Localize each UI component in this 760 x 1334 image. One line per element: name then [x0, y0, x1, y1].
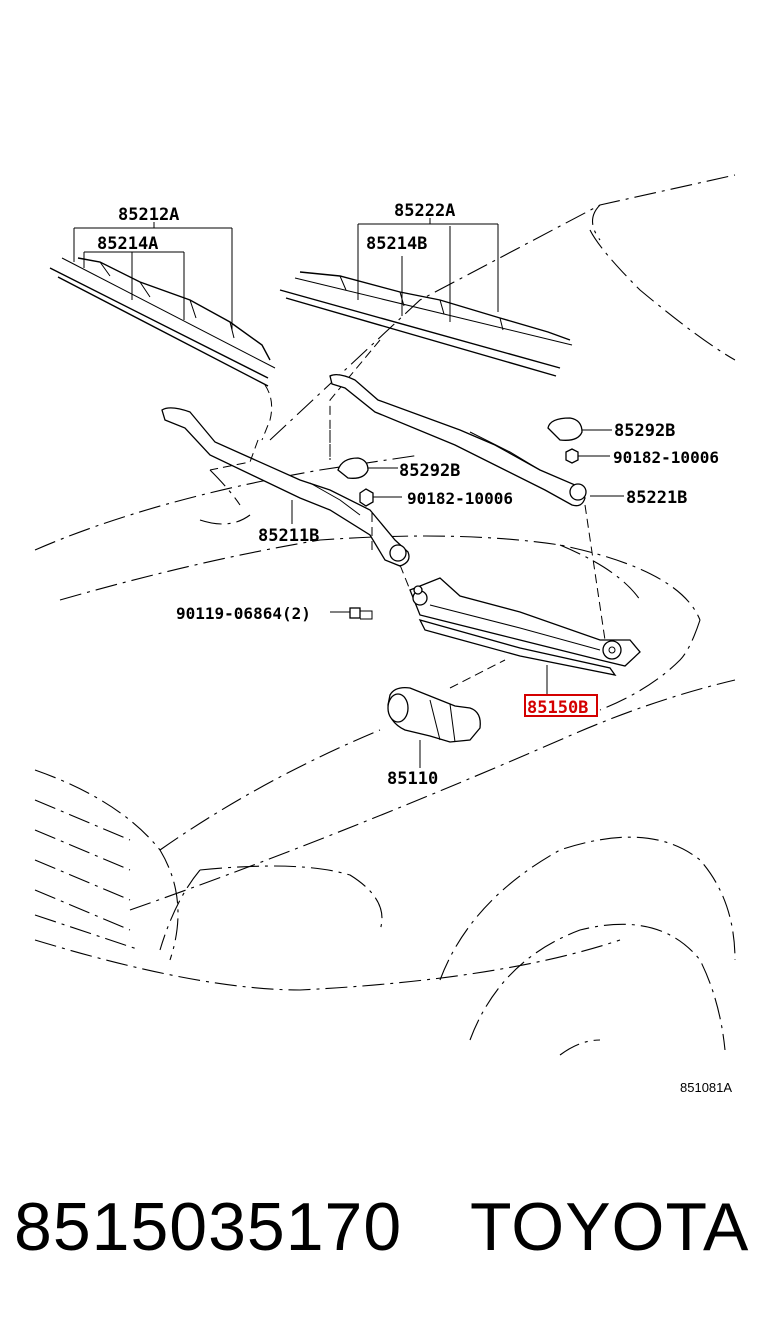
callout-blade-assy-lh: 85212A	[118, 205, 179, 225]
assembly-lines	[209, 430, 606, 689]
highlighted-callout: 85150B	[524, 694, 598, 718]
part-footer: 8515035170 TOYOTA	[14, 1188, 754, 1278]
callout-motor: 85110	[387, 769, 438, 789]
parts-diagram: 85212A 85214A 85222A 85214B 85292B 90182…	[34, 174, 736, 1095]
pivot-cap-rh	[547, 417, 583, 441]
highlight-box	[524, 694, 598, 717]
wiper-arm-rh	[329, 374, 587, 507]
grille-lines	[34, 799, 141, 951]
callout-cap-rh: 85292B	[614, 421, 675, 441]
callout-blade-rubber-lh: 85214A	[97, 234, 158, 254]
nut-rh-icon	[565, 448, 579, 464]
wiper-blade-lh	[49, 257, 276, 441]
vehicle-outline	[34, 174, 736, 1056]
callout-blade-assy-rh: 85222A	[394, 201, 455, 221]
callout-arm-lh: 85211B	[258, 526, 319, 546]
wiper-blade-rh	[279, 271, 573, 460]
callout-bolt: 90119-06864(2)	[176, 604, 311, 623]
brand-name: TOYOTA	[470, 1189, 750, 1265]
wiper-motor	[387, 687, 481, 743]
pivot-cap-lh	[337, 457, 369, 479]
wiper-link-assembly	[409, 577, 641, 676]
wiper-arm-lh	[161, 407, 410, 567]
leader-lines	[73, 218, 624, 768]
part-number: 8515035170	[14, 1189, 403, 1265]
callout-nut-rh: 90182-10006	[613, 448, 719, 467]
bolt-icon	[349, 607, 373, 620]
callout-link-assy: 85150B	[527, 698, 588, 718]
callout-blade-rubber-rh: 85214B	[366, 234, 427, 254]
callout-arm-rh: 85221B	[626, 488, 687, 508]
nut-lh-icon	[359, 488, 374, 507]
callout-cap-lh: 85292B	[399, 461, 460, 481]
callout-nut-lh: 90182-10006	[407, 489, 513, 508]
diagram-reference-code: 851081A	[680, 1080, 732, 1095]
